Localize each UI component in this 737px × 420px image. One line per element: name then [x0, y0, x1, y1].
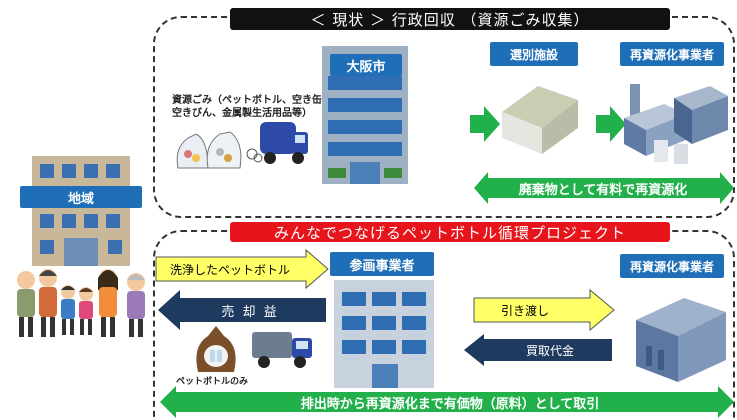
bottom-recycler-label: 再資源化事業者 [620, 254, 724, 278]
garbage-bags-icon [176, 131, 242, 169]
handover-label: 引き渡し [500, 303, 549, 318]
sales-profit-arrow [158, 290, 326, 330]
green-arrow-city-to-sorting [470, 106, 500, 142]
region-label: 地域 [20, 186, 142, 208]
resource-waste-label: 資源ごみ（ペットボトル、空き缶、 空きびん、金属製生活用品等） [172, 94, 332, 120]
sales-profit-label: 売 却 益 [221, 304, 279, 320]
pet-bottle-only-label: ペットボトルのみ [176, 377, 249, 387]
bottom-green-bar-text: 排出時から再資源化まで有価物（原料）として取引 [300, 396, 600, 412]
washed-bottles-arrow [155, 248, 329, 290]
sorting-facility-icon [502, 86, 578, 154]
purchase-price-label: 買取代金 [525, 343, 574, 358]
top-recycler-label: 再資源化事業者 [620, 42, 724, 66]
bottom-green-double-arrow [160, 386, 734, 418]
resource-waste-label-line1: 資源ごみ（ペットボトル、空き缶、 [172, 95, 332, 106]
pet-bottle-truck-icon [252, 332, 312, 368]
top-green-bar-text: 廃棄物として有料で再資源化 [518, 182, 688, 198]
handover-arrow [473, 288, 615, 332]
participant-business-label: 参画事業者 [330, 252, 434, 276]
top-recycler-factory-icon [624, 84, 728, 164]
sorting-facility-label: 選別施設 [490, 42, 578, 66]
green-arrow-sorting-to-recycler [596, 106, 626, 142]
resource-waste-label-line2: 空きびん、金属製生活用品等） [172, 108, 312, 119]
top-green-double-arrow [474, 172, 734, 204]
current-system-title: ＜ 現状 ＞ 行政回収 （資源ごみ収集） [230, 8, 670, 30]
pet-bottle-bag-icon [196, 326, 236, 372]
collection-truck-icon [246, 122, 308, 164]
city-label: 大阪市 [330, 54, 402, 76]
washed-bottles-label: 洗浄したペットボトル [169, 262, 290, 277]
community-building-icon [32, 156, 130, 266]
project-title: みんなでつなげるペットボトル循環プロジェクト [230, 222, 670, 242]
purchase-price-arrow [464, 334, 612, 366]
residents-icon [17, 269, 145, 337]
bottom-recycler-factory-icon [636, 298, 726, 382]
participant-building-icon [334, 280, 434, 388]
